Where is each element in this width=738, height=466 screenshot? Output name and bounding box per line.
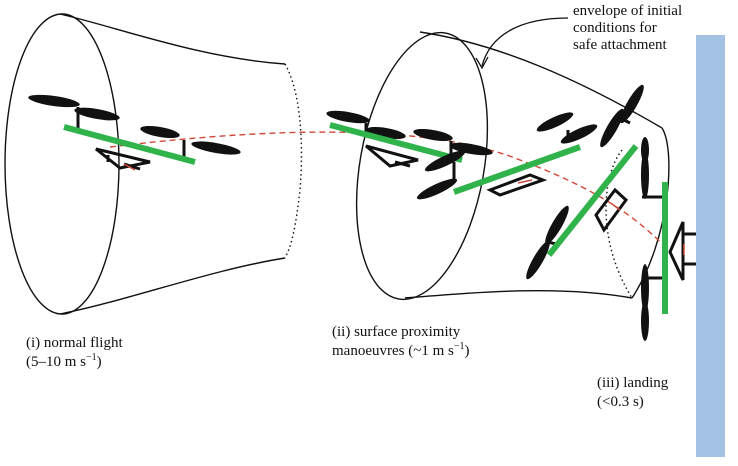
normal-flight-speed-suffix: ) [96,354,102,370]
proximity-speed-exponent: −1 [453,341,465,352]
proximity-speed-prefix: manoeuvres (~1 m s [332,343,454,359]
label-normal-flight: (i) normal flight (5–10 m s−1) [26,334,123,372]
label-landing: (iii) landing (<0.3 s) [597,374,668,412]
drone-proximity-level [326,110,493,168]
envelope-line-1: envelope of initial [573,3,683,19]
landing-title: (iii) landing [597,375,669,391]
label-surface-proximity: (ii) surface proximity manoeuvres (~1 m … [332,323,469,361]
normal-flight-speed-prefix: (5–10 m s [26,354,86,370]
drone-proximity-pitched [416,112,598,200]
drone-normal-flight [28,94,241,171]
proximity-speed-suffix: ) [464,343,470,359]
flight-trajectory [109,131,669,251]
normal-flight-speed: (5–10 m s−1) [26,353,123,372]
label-envelope: envelope of initial conditions for safe … [573,3,682,54]
normal-flight-title: (i) normal flight [26,335,123,351]
envelope-normal-flight [4,13,303,315]
landing-duration: (<0.3 s) [597,394,644,410]
envelope-line-2: conditions for [573,20,657,36]
landing-wall [696,35,725,457]
envelope-line-3: safe attachment [573,37,667,53]
envelope-pointer-arrow [475,17,569,70]
drone-landing-approach [526,84,644,280]
normal-flight-speed-exponent: −1 [86,352,97,363]
drone-landed [641,137,696,341]
proximity-speed: manoeuvres (~1 m s−1) [332,342,469,361]
proximity-title: (ii) surface proximity [332,324,461,340]
